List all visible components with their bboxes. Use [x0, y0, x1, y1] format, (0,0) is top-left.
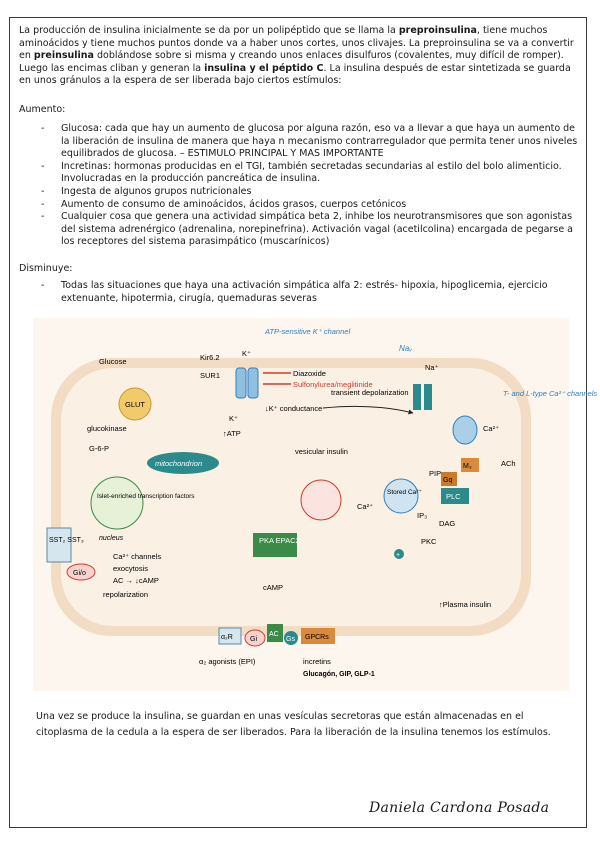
pip2-label: PIP₂ [429, 469, 444, 478]
glucokinase-label: glucokinase [87, 424, 127, 433]
stored-ca-circle [383, 478, 419, 514]
insulin-secretion-diagram: ATP-sensitive K⁺ channel Kir6.2 SUR1 K⁺ … [33, 318, 597, 691]
list-item: -Cualquier cosa que genera una actividad… [41, 211, 574, 248]
ip3-label: IP₃ [417, 511, 427, 520]
m3-receptor [461, 458, 479, 472]
ac-camp-label: AC → ↓cAMP [113, 576, 159, 585]
plasma-insulin-label: ↑Plasma insulin [439, 600, 491, 609]
kir-label: Kir6.2 [200, 353, 220, 362]
ac-enzyme [267, 624, 283, 642]
plc-enzyme [441, 488, 469, 504]
g6p-label: G-6-P [89, 444, 109, 453]
mitochondrion-shape [147, 452, 219, 474]
aumento-heading: Aumento: [19, 104, 66, 115]
sur-label: SUR1 [200, 371, 220, 380]
bold-preproinsulina: preproinsulina [398, 25, 477, 36]
sst-receptor [46, 527, 72, 563]
repolarization-label: repolarization [103, 590, 148, 599]
signature: Daniela Cardona Posada [369, 800, 550, 816]
exocytosis-label: exocytosis [113, 564, 148, 573]
page-border [9, 17, 587, 828]
sst-label: SST₂ SST₃ [49, 537, 84, 544]
ttype-label: T- and L-type Ca²⁺ channels [503, 389, 597, 398]
depolarization-arrow [322, 405, 414, 415]
aumento-list: -Glucosa: cada que hay un aumento de glu… [19, 123, 579, 249]
gio-protein [66, 563, 96, 581]
vesicular-label: vesicular insulin [295, 447, 348, 456]
gi-protein [244, 629, 266, 647]
nav-channel-left [413, 384, 421, 410]
bold-preinsulina: preinsulina [33, 50, 94, 62]
gq-protein [441, 472, 457, 486]
disminuye-list: -Todas las situaciones que haya una acti… [19, 280, 579, 305]
gs-protein [284, 631, 298, 645]
ca-channel [452, 415, 478, 445]
vesicle [300, 479, 342, 521]
mitochondrion-label: mitochondrion [155, 459, 202, 468]
gs-label: Gs [286, 636, 295, 643]
gi-label: Gi [250, 636, 257, 643]
closing-paragraph: Una vez se produce la insulina, se guard… [36, 711, 551, 738]
nav-channel-right [424, 384, 432, 410]
ca-mid-label: Ca²⁺ [357, 502, 373, 511]
incretins-label: incretins [303, 657, 331, 666]
list-item: -Incretinas: hormonas producidas en el T… [41, 160, 562, 185]
disminuye-heading: Disminuye: [19, 263, 73, 274]
k-conductance-label: ↓K⁺ conductance [265, 404, 322, 413]
islet-label: Islet-enriched transcription factors [97, 493, 195, 500]
incretin-list-label: Glucagón, GIP, GLP-1 [303, 671, 375, 678]
list-item: -Glucosa: cada que hay un aumento de glu… [41, 123, 578, 160]
atp-channel-label: ATP-sensitive K⁺ channel [264, 327, 350, 336]
pkc-label: PKC [421, 537, 437, 546]
pka-box [253, 533, 297, 557]
pka-label: PKA EPAC2 [259, 536, 300, 545]
list-item: -Todas las situaciones que haya una acti… [41, 280, 548, 304]
glut-label: GLUT [125, 400, 145, 409]
k-out-label: K⁺ [242, 349, 251, 358]
glut-transporter [118, 387, 152, 421]
gpcr-receptor [301, 628, 335, 644]
stored-ca-label: Stored Ca²⁺ [387, 489, 422, 496]
katp-channel-right [247, 367, 259, 399]
gpcr-label: GPCRs [305, 634, 329, 641]
plus-sign: + [396, 552, 400, 559]
m3-label: M₃ [463, 463, 472, 470]
ca-channels-label: Ca²⁺ channels [113, 552, 161, 561]
nav-label: Naᵥ [399, 344, 412, 353]
k-in-label: K⁺ [229, 414, 238, 423]
camp-label: cAMP [263, 583, 283, 592]
islet-factors-circle [90, 476, 144, 530]
katp-channel-left [235, 367, 247, 399]
atp-label: ↑ATP [223, 429, 241, 438]
ca-in-label: Ca²⁺ [483, 424, 499, 433]
a2r-receptor [218, 627, 242, 645]
plc-label: PLC [446, 492, 461, 501]
a2-agonists-label: α₂ agonists (EPI) [199, 657, 256, 666]
transient-label: transient depolarization [331, 388, 409, 397]
ach-label: ACh [501, 459, 516, 468]
gio-label: Gi/o [73, 570, 86, 577]
na-plus-label: Na⁺ [425, 363, 439, 372]
glucose-label: Glucose [99, 357, 127, 366]
plus-circle [394, 549, 404, 559]
intro-paragraph: La producción de insulina inicialmente s… [19, 25, 574, 87]
nucleus-label: nucleus [99, 535, 124, 542]
ac-label: AC [269, 631, 279, 638]
cell-interior [61, 368, 521, 626]
dag-label: DAG [439, 519, 455, 528]
a2r-label: α₂R [221, 634, 233, 641]
sulfonylurea-label: Sulfonylurea/meglitinide [293, 380, 373, 389]
list-item: -Ingesta de algunos grupos nutricionales [41, 185, 252, 197]
diazoxide-label: Diazoxide [293, 369, 326, 378]
gq-label: Gq [443, 477, 452, 484]
list-item: -Aumento de consumo de aminoácidos, ácid… [41, 198, 407, 210]
bold-insulina-peptido: insulina y el péptido C [204, 62, 324, 74]
